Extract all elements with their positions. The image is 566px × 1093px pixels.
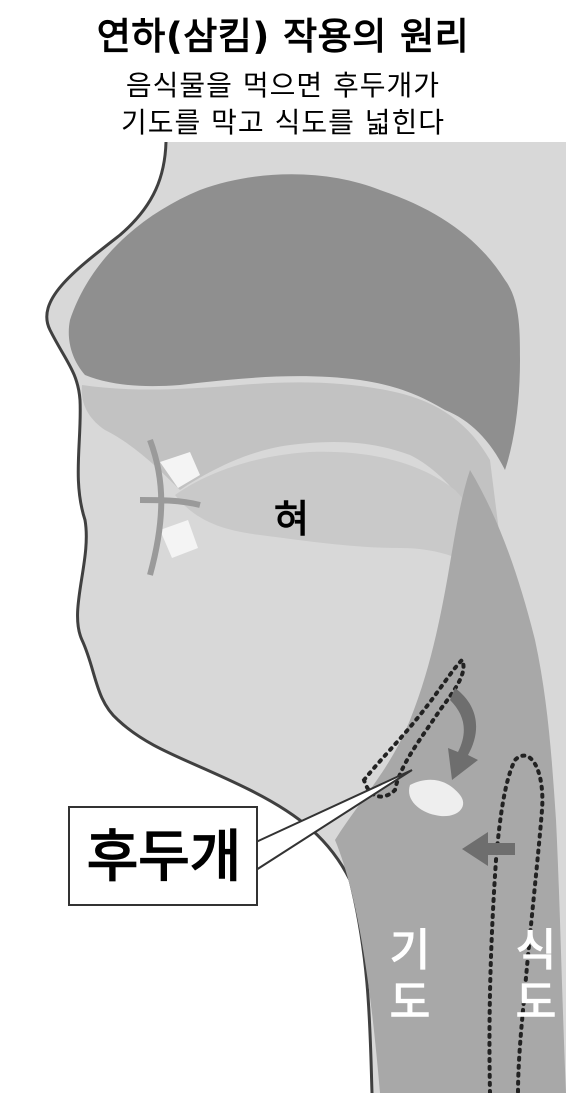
esophagus-label: 식 도 xyxy=(506,925,566,1029)
subtitle-line-1: 음식물을 먹으면 후두개가 xyxy=(0,64,566,104)
esophagus-label-char-2: 도 xyxy=(506,977,566,1029)
tongue-label: 혀 xyxy=(274,488,309,543)
airway-label-char-2: 도 xyxy=(380,977,440,1029)
subtitle-line-2: 기도를 막고 식도를 넓힌다 xyxy=(0,101,566,141)
esophagus-label-char-1: 식 xyxy=(506,925,566,977)
diagram-title: 연하(삼킴) 작용의 원리 xyxy=(0,6,566,60)
airway-label: 기 도 xyxy=(380,925,440,1029)
airway-label-char-1: 기 xyxy=(380,925,440,977)
epiglottis-label: 후두개 xyxy=(76,812,252,893)
